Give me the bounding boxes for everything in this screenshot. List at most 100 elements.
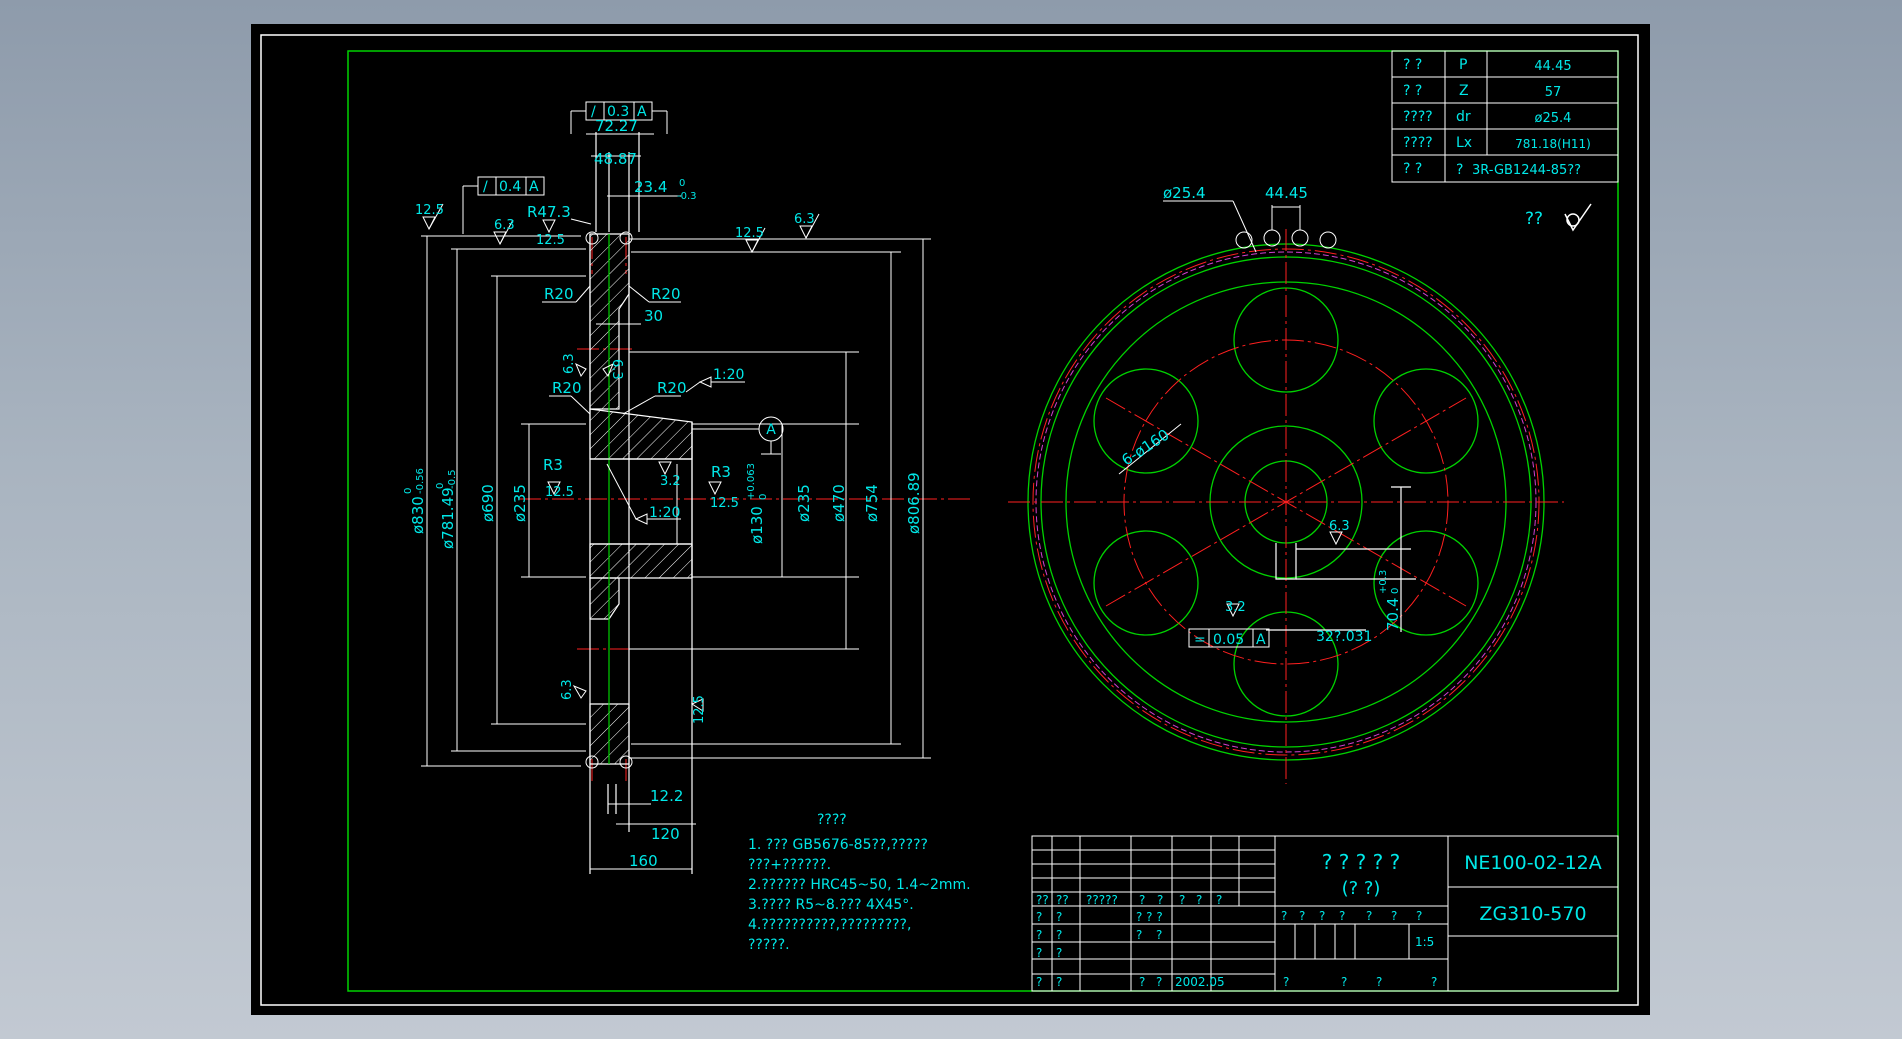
diameter-label: ø781.49 [439,487,457,549]
keyway-height: 70.4 [1384,598,1402,631]
title-cell: ? [1431,975,1437,989]
dim-tol: 0 [1390,588,1401,594]
dim-label: R47.3 [527,203,571,221]
roughness-value: 12.5 [735,226,764,241]
param-name: ? ? [1403,57,1422,73]
dim-tol: -0.56 [415,468,426,494]
title-cell: ? [1036,928,1042,942]
title-cell: ? [1156,928,1162,942]
param-name: ? ? [1403,161,1422,177]
title-cell: ????? [1086,893,1118,907]
datum-ref: A [637,104,647,120]
radius-label: R3 [543,456,563,474]
note-line: ?????. [748,937,790,953]
diameter-label: ø235 [795,484,813,522]
diameter-label: ø130 [748,506,766,544]
dim-label: 72.27 [595,117,638,135]
param-value: 44.45 [1534,59,1571,74]
title-cell: ? [1036,975,1042,989]
dim-tol: 0 [679,178,685,189]
roughness-note: ?? [1525,209,1543,229]
title-cell: ? [1136,928,1142,942]
diameter-label: ø830 [409,496,427,534]
dim-label: 48.87 [594,150,637,168]
diameter-label: ø690 [479,484,497,522]
date: 2002.05 [1175,975,1225,989]
title-cell: ? [1056,928,1062,942]
roughness-value: 3.2 [660,474,681,489]
note-line: 4.??????????,?????????, [748,917,911,933]
title-cell: ?? [1056,893,1069,907]
param-value: 57 [1545,85,1562,100]
roughness-value: 3.2 [1225,600,1246,615]
roughness-value: 6.3 [794,212,815,227]
datum-ref: A [1256,632,1266,648]
title-cell: ? [1416,909,1422,923]
dim-label: 120 [651,825,680,843]
outer-border [260,34,1639,1006]
drawing-number: NE100-02-12A [1464,852,1602,874]
cad-drawing: ? ? P 44.45 ? ? Z 57 ???? dr ø25.4 ???? … [260,34,1639,1006]
param-value: 781.18(H11) [1515,137,1591,151]
radius-label: R20 [651,285,681,303]
dim-label: 44.45 [1265,184,1308,202]
roughness-value: 12.5 [545,485,574,500]
title-cell: ? [1319,909,1325,923]
title-cell: ? [1056,946,1062,960]
material: ZG310-570 [1479,903,1586,925]
title-cell: ? [1391,909,1397,923]
tolerance-symbol: / [591,104,596,120]
title-block [1031,835,1619,992]
roughness-value: 12.5 [536,233,565,248]
param-symbol: dr [1456,109,1471,125]
dim-tol: -0.3 [677,191,697,202]
diameter-label: ø470 [830,484,848,522]
radius-label: R3 [711,463,731,481]
roughness-value: 6.3 [1329,519,1350,534]
param-symbol: P [1459,57,1467,73]
scale: 1:5 [1415,935,1434,949]
taper-label: 1:20 [713,367,744,383]
part-name: ? ? ? ? ? [1322,850,1401,874]
dim-tol: +0.3 [1378,570,1389,594]
param-symbol: ? [1456,162,1463,178]
dim-tol: 0 [435,483,446,489]
dim-tol: -0.5 [447,469,458,489]
title-cell: ? [1156,975,1162,989]
holes-label: 6-ø160 [1118,426,1172,470]
dim-label: ø25.4 [1163,184,1206,202]
radius-label: R20 [657,379,687,397]
title-cell: ? [1139,893,1145,907]
title-cell: ? [1283,975,1289,989]
dim-label: 30 [644,307,663,325]
part-name-sub: (? ?) [1342,878,1381,899]
param-name: ? ? [1403,83,1422,99]
title-cell: ? [1139,975,1145,989]
tolerance-symbol: = [1194,632,1206,648]
radius-label: R20 [544,285,574,303]
taper-label: 1:20 [649,505,680,521]
radius-label: R20 [552,379,582,397]
roughness-value: 6.3 [494,218,515,233]
title-cell: ? [1281,909,1287,923]
tolerance-value: 0.3 [607,104,629,120]
title-cell: ? [1056,975,1062,989]
dim-label: 23.4 [634,178,667,196]
keyway-width: 32?.031 [1316,629,1372,645]
roughness-value: 6.3 [562,353,577,374]
roughness-value: 6.3 [609,359,624,380]
title-cell: ? [1376,975,1382,989]
dim-label: 12.2 [650,787,683,805]
dim-tol: 0 [403,488,414,494]
title-cell: ? [1366,909,1372,923]
title-cell: ? [1196,893,1202,907]
roughness-value: 12.5 [710,496,739,511]
title-cell: ? [1036,910,1042,924]
title-cell: ? [1157,893,1163,907]
dim-tol: 0 [758,494,769,500]
note-line: 3.???? R5~8.??? 4X45°. [748,897,914,913]
roughness-symbol-icon [1564,203,1592,232]
param-value: 3R-GB1244-85?? [1472,163,1581,178]
diameter-label: ø235 [511,484,529,522]
title-cell: ? [1299,909,1305,923]
